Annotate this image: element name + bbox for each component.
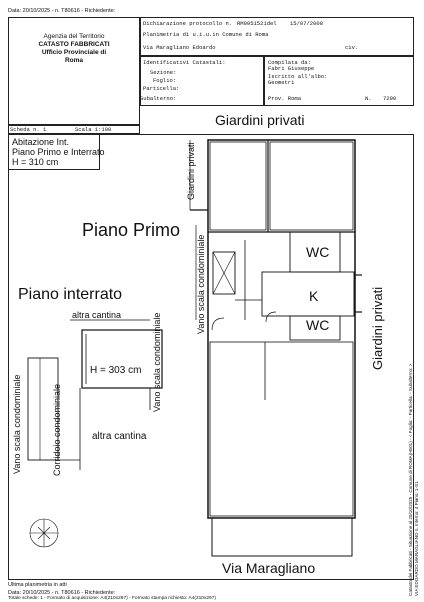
cantina-outline <box>81 329 163 389</box>
prov-label: Prov. Roma <box>268 95 302 102</box>
dichiarazione-value: RM0951521del <box>237 20 277 27</box>
compilata-label: Compilata da: <box>268 59 311 66</box>
scala-label: Scala 1:100 <box>75 126 112 133</box>
drawing-frame <box>8 134 414 580</box>
iscritto-label: Iscritto all'albo: <box>268 73 328 80</box>
identifiers-title: Identificativi Catastali: <box>143 59 226 66</box>
protocol-box <box>140 17 414 56</box>
footer-ultima: Ultima planimetria in atti <box>8 582 67 588</box>
label-piano-primo: Piano Primo <box>82 220 181 240</box>
label-altra-cantina-top: altra cantina <box>72 310 122 320</box>
albo-value: Geometri <box>268 79 295 86</box>
info-line2: Piano Primo e Interrato <box>12 147 105 157</box>
agency-line4: Roma <box>64 57 84 64</box>
compilata-box <box>264 56 414 106</box>
label-piano-interrato: Piano interrato <box>18 286 123 303</box>
footer-stamp: Data: 20/10/2025 - n. T80616 - Richieden… <box>8 590 116 596</box>
top-stamp: Data: 20/10/2025 - n. T80616 - Richieden… <box>8 8 116 14</box>
label-vano-scala-left: Vano scala condominiale <box>12 374 22 474</box>
side-stamp-line2: VIA EDOARDO MARAGLIANO n. Interno: 4 Pia… <box>414 481 419 596</box>
label-corridoio: Corridoio condominiale <box>52 383 62 476</box>
info-line3: H = 310 cm <box>12 157 59 167</box>
dichiarazione-date: 15/07/2008 <box>290 20 324 27</box>
north-arrow-icon <box>29 518 59 548</box>
label-wc1: WC <box>306 244 330 260</box>
subalterno-label: Subalterno: <box>140 95 177 102</box>
info-box <box>8 134 100 170</box>
label-via: Via Maragliano <box>222 560 316 576</box>
label-altra-cantina-bottom: altra cantina <box>92 431 147 442</box>
scheda-row <box>8 125 140 134</box>
compilata-name: Fabri Giuseppe <box>268 65 315 72</box>
n-label: N. <box>365 95 372 102</box>
footer-totale: Totale schede: 1 - Formato di acquisizio… <box>8 596 216 601</box>
label-vano-scala-primo: Vano scala condominiale <box>196 234 206 334</box>
unit-outline <box>207 139 356 519</box>
agency-box <box>8 17 140 125</box>
label-giardini-top: Giardini privati <box>215 112 305 128</box>
agency-line1: Agenzia del Territorio <box>43 33 105 40</box>
scheda-label: Scheda n. 1 <box>10 126 47 133</box>
particella-label: Particella: <box>143 85 180 92</box>
label-h303: H = 303 cm <box>90 365 142 376</box>
address-label: Via Maragliano Edoardo <box>143 44 216 51</box>
agency-line2: CATASTO FABBRICATI <box>38 41 110 48</box>
planimetria-label: Planimetria di u.i.u.in Comune di Roma <box>143 31 269 38</box>
label-k: K <box>309 288 319 304</box>
dichiarazione-label: Dichiarazione protocollo n. <box>143 20 233 27</box>
label-vano-scala-interrato: Vano scala condominiale <box>152 312 162 412</box>
agency-line3: Ufficio Provinciale di <box>41 49 107 56</box>
n-value: 7290 <box>383 95 397 102</box>
sezione-label: Sezione: <box>150 69 177 76</box>
label-giardini-left: Giardini privati <box>186 142 196 200</box>
civ-label: civ. <box>345 44 359 51</box>
foglio-label: Foglio: <box>153 77 177 84</box>
label-wc2: WC <box>306 317 330 333</box>
identifiers-box <box>140 56 264 106</box>
label-giardini-right: Giardini privati <box>370 286 385 370</box>
info-line1: Abitazione Int. <box>12 137 70 147</box>
agency-block: Agenzia del Territorio CATASTO FABBRICAT… <box>8 33 140 65</box>
